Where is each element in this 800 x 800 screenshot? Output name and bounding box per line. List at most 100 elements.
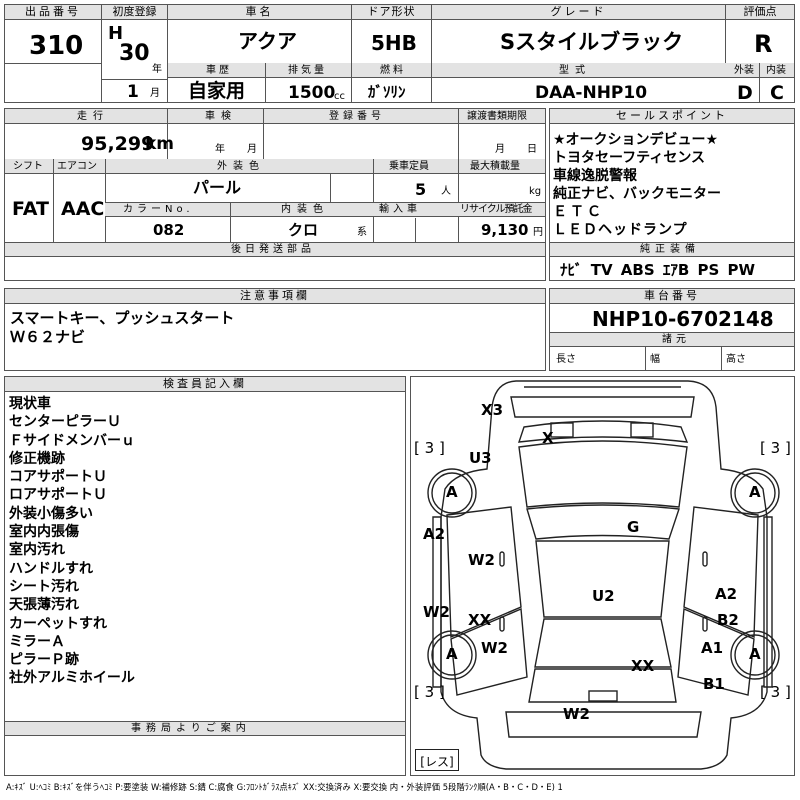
wheel-mark-rr: A: [749, 645, 761, 663]
car-name-cell: 車名 アクア: [168, 5, 352, 63]
ext-value: D: [737, 82, 753, 104]
sales-point-item: ＬＥＤヘッドランプ: [553, 222, 688, 238]
grade-label: グレード: [432, 5, 725, 20]
displacement-cell: 排気量 1500 cc: [266, 63, 352, 102]
inspector-item: コアサポートＵ: [9, 469, 107, 486]
genuine-equipment-label: 純正装備: [640, 244, 700, 255]
inspector-item: 修正機跡: [9, 450, 65, 467]
grade-cell: グレード Sスタイルブラック: [432, 5, 726, 63]
sales-points-list: ★オークションデビュー★ トヨタセーフティセンス 車線逸脱警報 純正ナビ、バック…: [553, 131, 793, 239]
inspector-block: 検査員記入欄 現状車 センターピラーＵ Ｆサイドメンバーｕ 修正機跡 コアサポー…: [4, 376, 406, 776]
year-unit: 年: [152, 64, 162, 75]
transfer-month-unit: 月: [495, 144, 505, 155]
model-code-cell: 型式 DAA-NHP10: [432, 63, 726, 102]
mark-a1: A1: [701, 639, 724, 657]
fuel-value: ｶﾞｿﾘﾝ: [368, 83, 406, 101]
interior-color-label: 内装色: [281, 204, 329, 215]
chassis-number: NHP10-6702148: [592, 307, 774, 331]
tire-rl: [ 3 ]: [414, 683, 445, 701]
recycle-label: リサイクル預託金: [460, 204, 532, 215]
inspector-item: 天張薄汚れ: [9, 597, 79, 614]
aircon-label: エアコン: [57, 161, 97, 172]
sales-point-item: ★オークションデビュー★: [553, 132, 719, 148]
displacement-value: 1500: [288, 83, 336, 103]
chassis-label: 車台番号: [550, 289, 794, 304]
car-diagram: [427, 380, 780, 770]
recycle-unit: 円: [533, 227, 543, 238]
displacement-label: 排気量: [288, 65, 327, 76]
inspector-item: センターピラーＵ: [9, 414, 121, 431]
sales-points-label: セールスポイント: [550, 109, 794, 124]
door-value: 5HB: [371, 31, 417, 55]
mark-a2-left: A2: [423, 525, 446, 543]
top-info-block: 出品番号 310 初度登録 H 30 年 1 月 車名 アクア ドア形状 5HB…: [4, 4, 795, 103]
grade-value: Sスタイルブラック: [500, 30, 684, 54]
inspection-year-unit: 年: [215, 144, 225, 155]
inspector-item: 室内内張傷: [9, 524, 79, 541]
mark-g: G: [627, 518, 640, 536]
door-cell: ドア形状 5HB: [352, 5, 432, 63]
mileage-value: 95,299: [81, 133, 155, 155]
mark-a2-right: A2: [715, 585, 738, 603]
wheel-mark-fl: A: [446, 483, 458, 501]
mid-info-block: 走行 車検 登録番号 譲渡書類期限 95,299 km 年 月 月 日 シフト …: [4, 108, 546, 281]
tire-fl: [ 3 ]: [414, 439, 445, 457]
mark-b1: B1: [703, 675, 725, 693]
registration-label: 登録番号: [329, 111, 385, 122]
model-code-value: DAA-NHP10: [535, 83, 648, 103]
displacement-unit: cc: [334, 91, 345, 102]
int-value: C: [770, 82, 784, 104]
first-reg-cell: 初度登録 H 30 年 1 月: [102, 5, 168, 102]
notes-block: 注意事項欄 スマートキー、プッシュスタート Ｗ６２ナビ: [4, 288, 546, 371]
genuine-equipment-value: ﾅﾋﾞ TV ABS ｴｱB PS PW: [560, 261, 756, 279]
first-reg-year: 30: [119, 41, 150, 66]
car-name-value: アクア: [238, 29, 297, 53]
mark-w2-left-side: W2: [423, 603, 450, 621]
shift-label: シフト: [13, 161, 43, 172]
length-label: 長さ: [556, 354, 576, 365]
mark-w2-left-lower: W2: [481, 639, 508, 657]
month-unit: 月: [150, 88, 160, 99]
specs-label: 諸元: [662, 334, 690, 345]
inspector-item: ピラーＰ跡: [9, 652, 79, 669]
sales-points-block: セールスポイント ★オークションデビュー★ トヨタセーフティセンス 車線逸脱警報…: [549, 108, 795, 281]
spare-label: レス: [424, 755, 449, 769]
sales-point-item: ＥＴＣ: [553, 204, 604, 220]
inspector-item: 社外アルミホイール: [9, 670, 135, 687]
int-label: 内装: [766, 65, 786, 76]
notes-line: Ｗ６２ナビ: [10, 328, 86, 346]
interior-color-value: クロ: [288, 221, 319, 239]
color-no-value: 082: [153, 221, 185, 239]
height-label: 高さ: [726, 354, 746, 365]
inspector-item: カーペットすれ: [9, 615, 107, 632]
transfer-day-unit: 日: [527, 144, 537, 155]
ext-label: 外装: [734, 65, 754, 76]
car-name-label: 車名: [168, 5, 351, 20]
mark-xx-rear: XX: [631, 657, 655, 675]
exterior-color-label: 外装色: [217, 161, 265, 172]
import-label: 輸入車: [379, 204, 421, 215]
capacity-label: 乗車定員: [389, 161, 429, 172]
history-cell: 車歴 自家用: [168, 63, 266, 102]
tire-rr: [ 3 ]: [760, 683, 791, 701]
inspector-item: 外装小傷多い: [9, 505, 93, 522]
inspector-item: ミラーＡ: [9, 633, 65, 650]
inspector-item: 現状車: [9, 396, 51, 412]
mark-b2: B2: [717, 611, 739, 629]
score-value: R: [754, 30, 773, 58]
office-label: 事務局よりご案内: [131, 723, 251, 734]
sales-point-item: トヨタセーフティセンス: [553, 150, 706, 166]
inspection-month-unit: 月: [247, 144, 257, 155]
sales-point-item: 純正ナビ、バックモニター: [553, 186, 721, 202]
fuel-label: 燃料: [380, 65, 406, 76]
inspector-item: Ｆサイドメンバーｕ: [9, 432, 135, 449]
score-cell: 評価点 R 外装 内装 D C: [726, 5, 794, 104]
mileage-unit: km: [145, 134, 175, 154]
car-diagram-block: [ 3 ] [ 3 ] [ 3 ] [ 3 ] A A A A X3 X U3 …: [410, 376, 795, 776]
sales-point-item: 車線逸脱警報: [553, 168, 637, 184]
inspector-label: 検査員記入欄: [5, 377, 405, 392]
transfer-label: 譲渡書類期限: [467, 111, 527, 122]
mark-xx-left: XX: [468, 611, 492, 629]
legend: A:ｷｽﾞ U:ﾍｺﾐ B:ｷｽﾞを伴うﾍｺﾐ P:要塗装 W:補修跡 S:錆 …: [6, 782, 563, 792]
mark-u3: U3: [469, 449, 492, 467]
